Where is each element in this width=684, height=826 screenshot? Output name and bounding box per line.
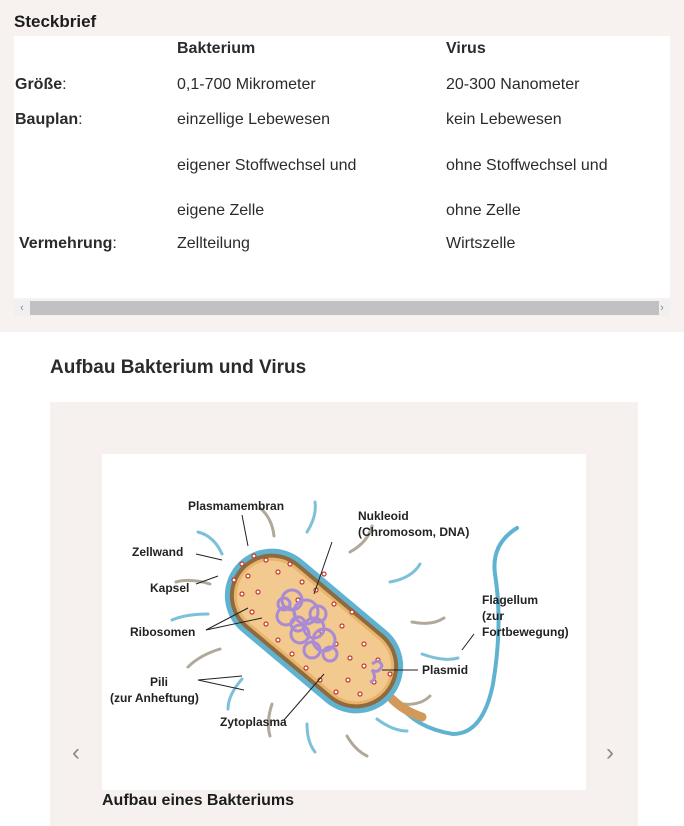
scroll-left-icon[interactable]: ‹ <box>14 300 30 316</box>
row-label-vermehrung: Vermehrung: <box>19 235 117 253</box>
header-virus: Virus <box>446 40 486 58</box>
cell-bauplan-virus-3: ohne Zelle <box>446 202 521 220</box>
cell-bauplan-bakterium-1: einzellige Lebewesen <box>177 111 330 129</box>
label-plasmamembran: Plasmamembran <box>188 499 284 513</box>
bacterium-illustration: Plasmamembran Nukleoid (Chromosom, DNA) … <box>102 454 586 790</box>
cell-vermehrung-bakterium: Zellteilung <box>177 235 250 253</box>
cell-bauplan-virus-2: ohne Stoffwechsel und <box>446 157 608 175</box>
cell-bauplan-bakterium-2: eigener Stoffwechsel und <box>177 157 356 175</box>
carousel-next-icon[interactable]: › <box>598 738 622 768</box>
carousel-prev-icon[interactable]: ‹ <box>64 738 88 768</box>
label-flagellum-zur: (zur <box>482 609 504 623</box>
image-carousel: ‹ › <box>50 402 638 826</box>
steckbrief-title: Steckbrief <box>14 12 96 32</box>
row-label-groesse: Größe: <box>15 76 67 94</box>
cell-bauplan-virus-1: kein Lebewesen <box>446 111 562 129</box>
steckbrief-panel: Steckbrief Bakterium Virus Größe: 0,1-70… <box>0 0 684 332</box>
section-title: Aufbau Bakterium und Virus <box>50 357 306 379</box>
cell-groesse-virus: 20-300 Nanometer <box>446 76 579 94</box>
label-flagellum-fortbewegung: Fortbewegung) <box>482 625 569 639</box>
label-plasmid: Plasmid <box>422 663 468 677</box>
image-caption: Aufbau eines Bakteriums <box>102 792 294 810</box>
label-flagellum: Flagellum <box>482 593 538 607</box>
label-nukleoid-detail: (Chromosom, DNA) <box>358 525 469 539</box>
scroll-right-icon[interactable]: › <box>654 300 670 316</box>
label-pili: Pili <box>150 675 168 689</box>
label-kapsel: Kapsel <box>150 581 189 595</box>
cell-vermehrung-virus: Wirtszelle <box>446 235 515 253</box>
horizontal-scrollbar[interactable]: ‹ › <box>14 300 670 316</box>
header-bakterium: Bakterium <box>177 40 255 58</box>
row-label-bauplan: Bauplan: <box>15 111 83 129</box>
steckbrief-table: Bakterium Virus Größe: 0,1-700 Mikromete… <box>14 36 670 298</box>
label-zellwand: Zellwand <box>132 545 183 559</box>
label-nukleoid: Nukleoid <box>358 509 409 523</box>
label-zytoplasma: Zytoplasma <box>220 715 287 729</box>
label-pili-detail: (zur Anheftung) <box>110 691 199 705</box>
scrollbar-thumb[interactable] <box>30 301 659 315</box>
cell-groesse-bakterium: 0,1-700 Mikrometer <box>177 76 316 94</box>
bacterium-diagram: Plasmamembran Nukleoid (Chromosom, DNA) … <box>102 454 586 790</box>
label-ribosomen: Ribosomen <box>130 625 195 639</box>
cell-bauplan-bakterium-3: eigene Zelle <box>177 202 264 220</box>
